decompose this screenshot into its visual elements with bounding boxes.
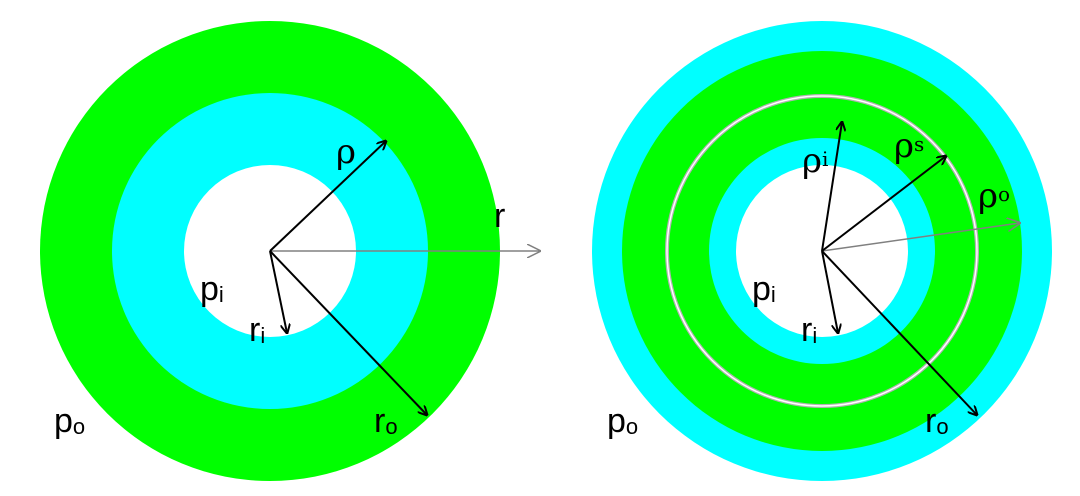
right-ro-label: ro bbox=[925, 402, 949, 440]
right-rho-o-label: ρo bbox=[978, 176, 1010, 216]
right-cylinder-diagram: ρi ρs ρo pi ri ro po bbox=[592, 21, 1052, 481]
right-rho-i-label: ρi bbox=[802, 141, 828, 181]
right-ro-arrow bbox=[821, 250, 977, 415]
left-rho-arrow bbox=[269, 141, 386, 252]
left-ri-label: ri bbox=[249, 311, 265, 349]
left-cylinder-diagram: ρ r pi ri ro po bbox=[40, 21, 540, 481]
right-interface-circle-inner-edge bbox=[666, 95, 978, 407]
right-rho-o-arrow bbox=[821, 223, 1020, 252]
right-ri-arrow bbox=[821, 250, 838, 333]
right-rho-i-arrow bbox=[821, 122, 842, 252]
right-rho-s-label: ρs bbox=[894, 126, 924, 166]
left-ro-label: ro bbox=[374, 402, 398, 440]
left-ri-arrow bbox=[269, 250, 287, 333]
right-pi-label: pi bbox=[752, 270, 776, 308]
left-ro-arrow bbox=[269, 250, 427, 415]
left-pi-label: pi bbox=[200, 270, 224, 308]
left-r-label: r bbox=[494, 197, 505, 235]
left-rho-label: ρ bbox=[336, 132, 356, 172]
right-rho-s-arrow bbox=[821, 156, 946, 252]
right-po-label: po bbox=[607, 402, 638, 440]
left-po-label: po bbox=[54, 402, 85, 440]
right-ri-label: ri bbox=[801, 311, 817, 349]
